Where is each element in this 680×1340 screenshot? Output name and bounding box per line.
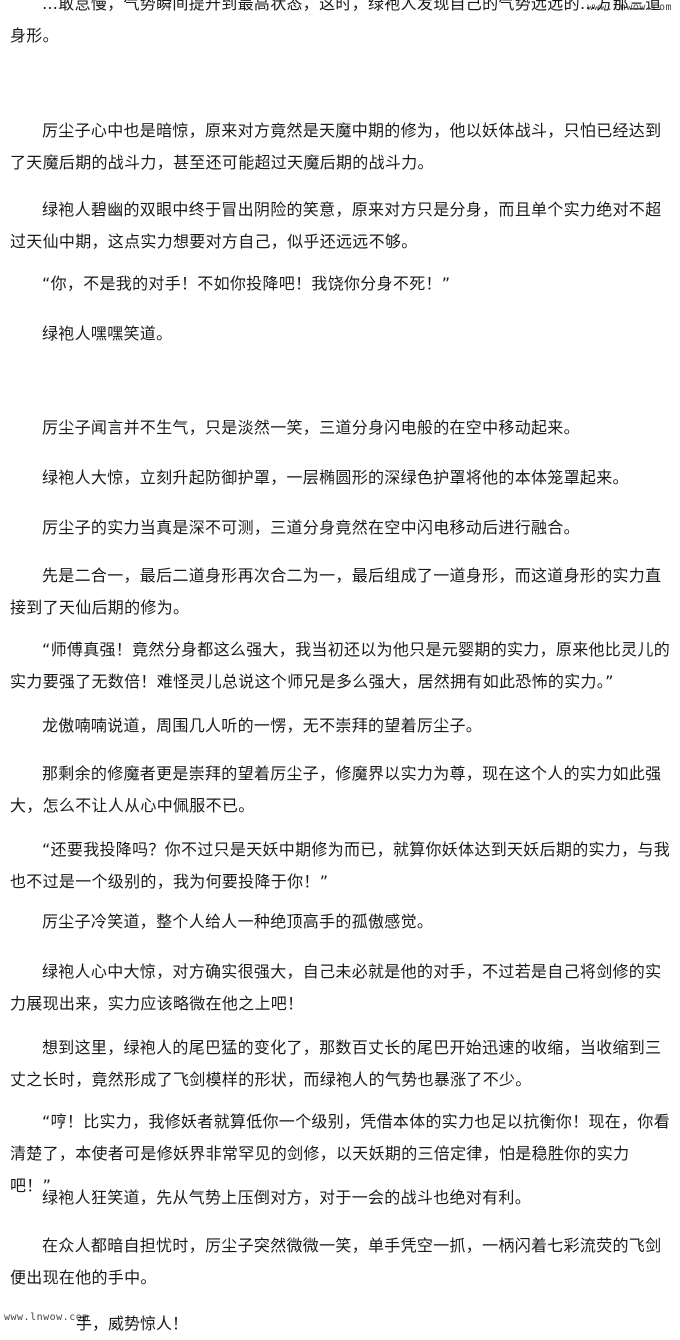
paragraph-16: 想到这里，绿袍人的尾巴猛的变化了，那数百丈长的尾巴开始迅速的收缩，当收缩到三丈之… — [10, 1038, 662, 1089]
paragraph-12: 那剩余的修魔者更是崇拜的望着厉尘子，修魔界以实力为尊，现在这个人的实力如此强大，… — [10, 764, 662, 815]
paragraph-3: 绿袍人碧幽的双眼中终于冒出阴险的笑意，原来对方只是分身，而且单个实力绝对不超过天… — [10, 200, 662, 251]
paragraph-13: “还要我投降吗？你不过只是天妖中期修为而已，就算你妖体达到天妖后期的实力，与我也… — [10, 840, 670, 891]
paragraph-7: 绿袍人大惊，立刻升起防御护罩，一层椭圆形的深绿色护罩将他的本体笼罩起来。 — [42, 468, 629, 487]
paragraph-2: 厉尘子心中也是暗惊，原来对方竟然是天魔中期的修为，他以妖体战斗，只怕已经达到了天… — [10, 121, 662, 172]
watermark-bottom: www.lnwow.com — [4, 1312, 89, 1323]
paragraph-8: 厉尘子的实力当真是深不可测，三道分身竟然在空中闪电移动后进行融合。 — [42, 518, 580, 537]
cutoff-line: 手，威势惊人！ — [76, 1314, 189, 1333]
paragraph-19: 在众人都暗自担忧时，厉尘子突然微微一笑，单手凭空一抓，一柄闪着七彩流荧的飞剑便出… — [10, 1236, 662, 1287]
paragraph-11: 龙傲喃喃说道，周围几人听的一愣，无不崇拜的望着厉尘子。 — [42, 716, 483, 735]
watermark-top: www.lnwow.com — [585, 2, 674, 13]
paragraph-14: 厉尘子冷笑道，整个人给人一种绝顶高手的孤傲感觉。 — [42, 912, 434, 931]
paragraph-10: “师傅真强！竟然分身都这么强大，我当初还以为他只是元婴期的实力，原来他比灵儿的实… — [10, 640, 670, 691]
paragraph-1: …敢怠慢，气势瞬间提升到最高状态，这时，绿袍人发现自己的气势远远的…方那三道身形… — [10, 0, 662, 45]
paragraph-17: “哼！比实力，我修妖者就算低你一个级别，凭借本体的实力也足以抗衡你！现在，你看清… — [10, 1112, 670, 1195]
paragraph-18: 绿袍人狂笑道，先从气势上压倒对方，对于一会的战斗也绝对有利。 — [42, 1188, 532, 1207]
paragraph-15: 绿袍人心中大惊，对方确实很强大，自己未必就是他的对手，不过若是自己将剑修的实力展… — [10, 962, 662, 1013]
paragraph-5: 绿袍人嘿嘿笑道。 — [42, 324, 173, 343]
paragraph-4: “你，不是我的对手！不如你投降吧！我饶你分身不死！” — [42, 274, 451, 293]
paragraph-6: 厉尘子闻言并不生气，只是淡然一笑，三道分身闪电般的在空中移动起来。 — [42, 418, 580, 437]
paragraph-9: 先是二合一，最后二道身形再次合二为一，最后组成了一道身形，而这道身形的实力直接到… — [10, 566, 662, 617]
